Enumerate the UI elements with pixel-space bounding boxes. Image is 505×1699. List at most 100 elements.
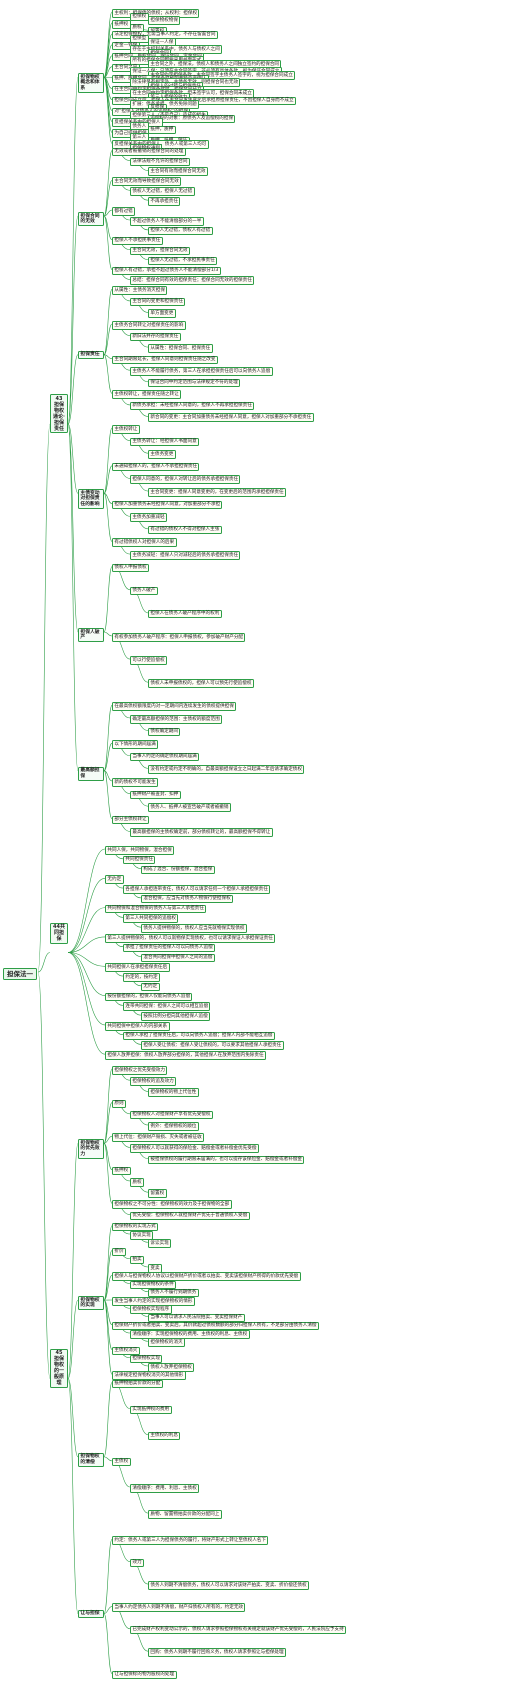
group-node: 担保责任	[78, 350, 104, 360]
leaf-node: 被担保债权的履行期限未届满的，也可以提存该保险金、赔偿金或者补偿金	[148, 1155, 305, 1165]
leaf-connector	[103, 1250, 113, 1301]
leaf-node: 新债务承担：未经担保人同意的，担保人不再承担担保责任	[130, 401, 255, 411]
leaf-node: 主合同有效而担保合同无效	[148, 167, 208, 177]
leaf-node: 按份额担保的，担保人仅能向债务人追偿	[105, 992, 193, 1002]
leaf-node: 折价	[112, 1247, 126, 1257]
leaf-node: 单方面变更	[148, 309, 176, 319]
leaf-node: 担保人不承担民事责任	[112, 236, 163, 246]
leaf-node: 承担了担保责任的担保人可以向债务人追偿	[123, 943, 216, 953]
leaf-node: 质物、留置物拍卖价款的分配同上	[148, 1510, 222, 1519]
leaf-node: 最高额担保的主债权确定前，部分债权转让的，最高额担保不得转让	[130, 828, 273, 837]
leaf-node: 担保人有过错，承担不超过债务人不能清偿部分1/3	[112, 266, 221, 276]
leaf-node: 无约定	[141, 982, 160, 992]
leaf-connector	[103, 1299, 113, 1375]
root-connector	[37, 952, 51, 973]
leaf-node: 主合同的变更和担保责任	[130, 297, 186, 307]
leaf-node: 当事人约定的确定债权期间届满	[130, 752, 200, 762]
leaf-node: 抵押物拍卖价款的分配	[112, 1379, 163, 1389]
leaf-node: 债权人放弃担保物权	[148, 1363, 195, 1372]
leaf-node: 共同担保人在承担担保责任后	[105, 963, 170, 972]
leaf-connector	[103, 323, 113, 355]
leaf-node: 从属性：担保合同、担保责任	[148, 344, 213, 353]
leaf-node: 债权人申报债权	[112, 563, 149, 573]
group-connector	[67, 423, 79, 494]
leaf-node: 以下情形的期间届满	[112, 740, 159, 749]
group-node: 担保物权的优先效力	[78, 1139, 104, 1159]
leaf-node: 回购：债务人到期不履行回购义务，债权人请求参照让与担保处理	[148, 1648, 287, 1657]
leaf-node: 变卖	[148, 1264, 162, 1273]
leaf-connector	[103, 1613, 113, 1674]
leaf-node: 担保人承担了担保责任后，可以向债务人追偿；担保人内部不能相互追偿	[123, 1031, 275, 1041]
leaf-node: 共同担保责任	[123, 855, 156, 865]
group-connector	[67, 1378, 79, 1458]
leaf-connector	[103, 493, 113, 504]
leaf-node: 担保物权的实现方式	[112, 1222, 159, 1232]
leaf-connector	[103, 1456, 113, 1462]
leaf-connector	[103, 180, 113, 217]
group-connector	[67, 423, 79, 633]
leaf-connector	[103, 55, 113, 78]
leaf-node: 担保物权物保	[148, 16, 181, 25]
leaf-connector	[67, 878, 106, 953]
leaf-node: 质权	[130, 1177, 144, 1187]
leaf-node: 物上代位：担保财产毁损、灭失或者被征收	[112, 1133, 205, 1142]
leaf-node: 第三人共同担保的追偿权	[123, 914, 179, 923]
leaf-node: 已完成财产权利变动公示的，债权人请求参照担保物权有关规定就该财产优先受偿的，人民…	[130, 1625, 347, 1635]
leaf-node: 担保人无过错，债权人有过错	[148, 226, 213, 236]
leaf-node: 债务人破产	[130, 586, 158, 596]
leaf-node: 担保物权的追及效力	[130, 1077, 177, 1086]
leaf-connector	[103, 1382, 113, 1458]
leaf-node: 原则	[112, 1099, 126, 1109]
leaf-connector	[67, 952, 106, 996]
leaf-node: 不再承担责任	[148, 197, 181, 206]
leaf-node: 担保物权人对担保财产享有优先受偿权	[130, 1110, 213, 1120]
group-node: 担保物权的清偿	[78, 1452, 104, 1467]
leaf-connector	[103, 1143, 113, 1204]
leaf-node: 有权参加债务人破产程序：担保人申报债权，参加破产财产分配	[112, 633, 246, 642]
leaf-node: 混合担保，应当先对债务人物保行使担保权	[141, 894, 234, 904]
leaf-connector	[103, 465, 113, 494]
leaf-node: 担保人无过错，不承担民事责任	[148, 256, 218, 266]
leaf-node: 抵押，质押	[148, 125, 176, 135]
leaf-node: 担保财产折价或者拍卖、变卖后，其价款超过债权数额的部分归担保人所有，不足部分由债…	[112, 1321, 319, 1331]
leaf-node: 债权人无过错，担保人无过错	[130, 187, 195, 196]
group-node: 主债变动对担保责任的影响	[78, 489, 104, 509]
leaf-node: 担保物权实现	[130, 1354, 163, 1364]
section-node: 43 担保物权通论·担保责任	[50, 394, 68, 434]
leaf-connector	[103, 215, 113, 241]
group-node: 让与担保	[78, 1609, 104, 1619]
leaf-connector	[103, 427, 113, 494]
leaf-node: 债务人、抵押人被宣告破产或者被撤销	[148, 803, 231, 812]
leaf-node: 主债权转让	[112, 425, 140, 434]
leaf-node: 效力	[130, 1558, 144, 1568]
leaf-node: 无约定	[105, 875, 124, 884]
leaf-connector	[103, 150, 113, 217]
leaf-connector	[103, 289, 113, 355]
leaf-node: 新合同的变更：主合同加重债务未经担保人同意，担保人对加重部分不承担责任	[148, 413, 314, 423]
leaf-node: 诉讼实现	[148, 1239, 172, 1248]
leaf-node: 主债务合同转让对担保责任的影响	[112, 321, 186, 330]
leaf-node: 主合同无效而导致担保合同无效	[112, 177, 182, 186]
leaf-node: 担保物权的物上代位性	[148, 1088, 199, 1097]
leaf-node: 担保合同成立后，担保人在主合同发生变化后承担原担保责任，不因担保人自身而不成立	[112, 96, 296, 106]
leaf-node: 主债务加重减轻	[130, 513, 167, 522]
leaf-connector	[103, 77, 113, 133]
group-connector	[67, 1378, 79, 1614]
section-node: 45 担保物权的一般原理	[50, 1348, 68, 1388]
leaf-node: 各担保人承担连带责任，债权人可以请求任何一个担保人承担担保责任	[123, 885, 271, 894]
leaf-node: 没有约定或约定不明确的，自最高额担保设立之日起满二年后请求确定债权	[148, 765, 305, 774]
leaf-connector	[103, 22, 113, 78]
root-node: 担保法一	[3, 968, 37, 980]
leaf-connector	[103, 705, 113, 771]
leaf-node: 不超过债务人不能清偿部分的一半	[130, 217, 204, 226]
leaf-node: 担保人同意的，担保人对转让后的债务承担担保责任	[130, 475, 241, 485]
leaf-node: 担保物权的消灭	[148, 1338, 185, 1347]
section-node: 44共同担保	[50, 922, 68, 944]
leaf-connector	[103, 1143, 113, 1171]
leaf-connector	[103, 770, 113, 782]
leaf-node: 债务人到期不清偿债务，债权人可以请求对该财产拍卖、变卖、折价偿还债权	[148, 1581, 309, 1590]
leaf-node: 混合共同担保中担保人之间的追偿	[141, 953, 215, 963]
leaf-connector	[103, 493, 113, 542]
leaf-node: 发生当事人约定的实现担保物权的情形	[112, 1297, 195, 1306]
